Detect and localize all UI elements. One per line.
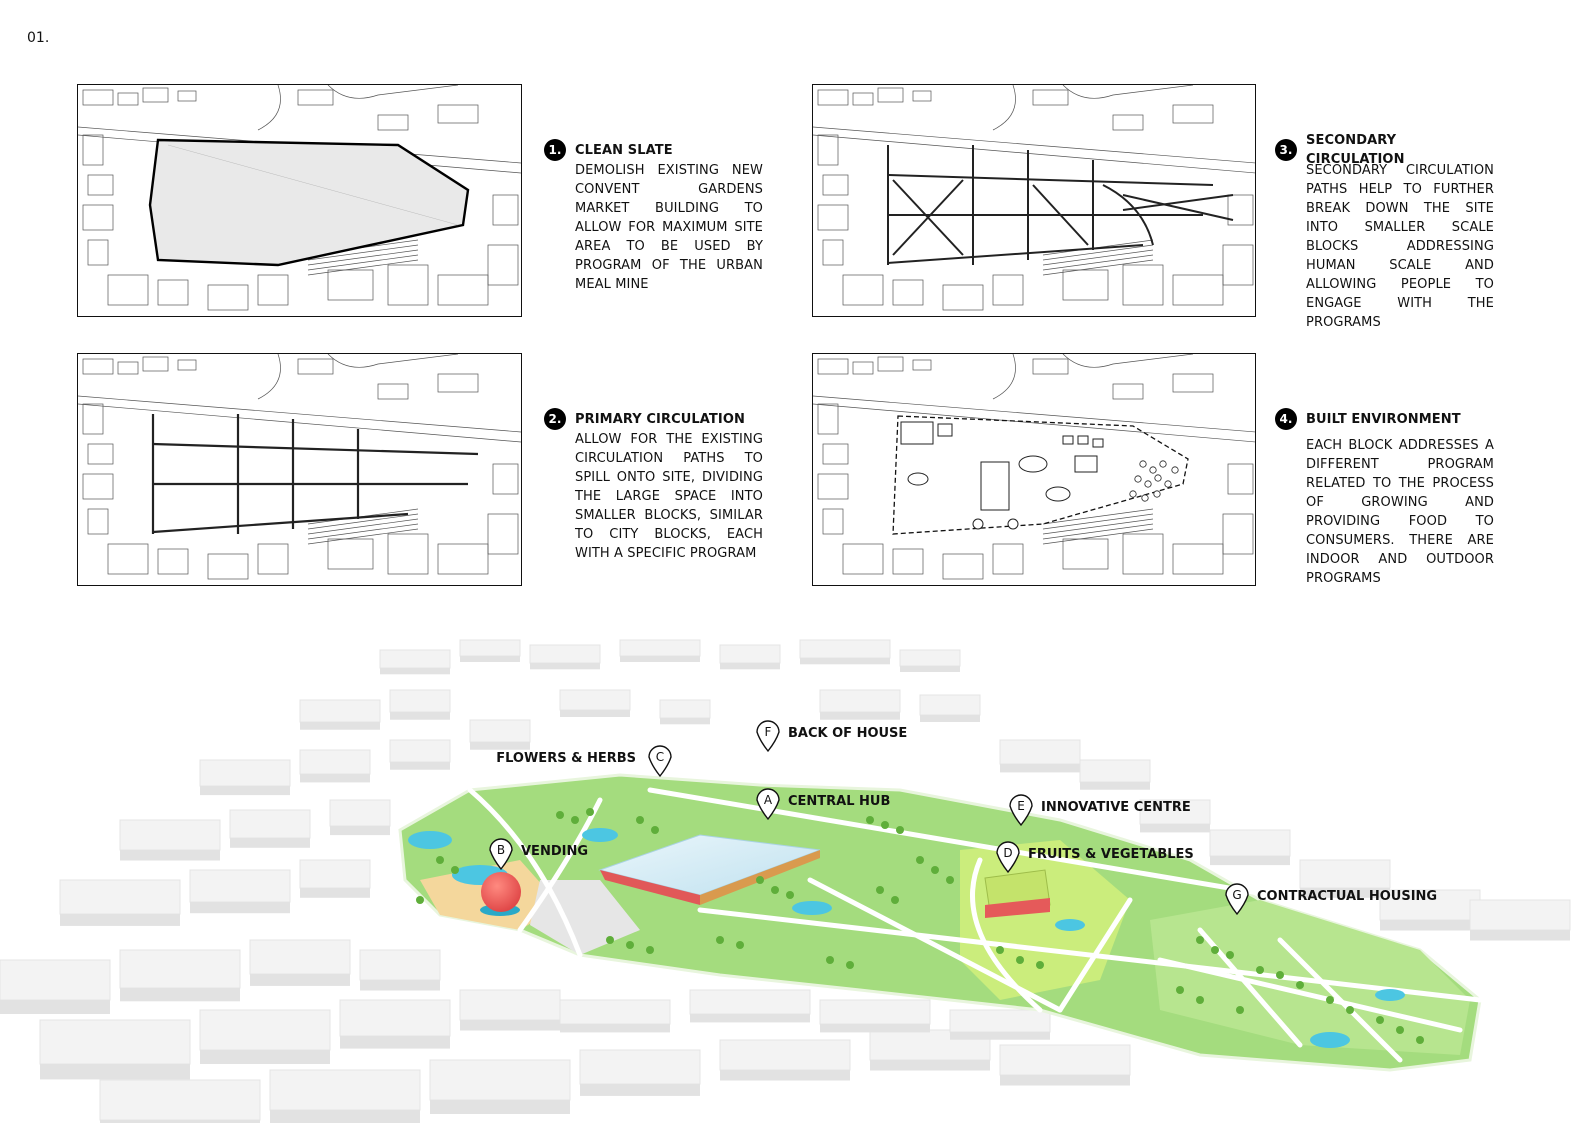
vending-sphere	[481, 872, 521, 912]
marker-pin	[648, 745, 672, 778]
program-markers: A CENTRAL HUB B VENDING C FLOWERS & HERBS D FRU…	[489, 720, 1437, 916]
context-buildings	[0, 639, 1571, 1123]
step-title: CLEAN SLATE	[575, 142, 673, 158]
marker-f: F BACK OF HOUSE	[756, 720, 907, 753]
step-number-badge: 2.	[544, 408, 566, 430]
marker-label: CENTRAL HUB	[788, 794, 890, 809]
map-primary-circulation	[78, 354, 521, 580]
site-paths	[467, 787, 1483, 1063]
marker-letter: E	[1017, 799, 1025, 813]
map-built-environment	[813, 354, 1255, 580]
step-number-badge: 1.	[544, 139, 566, 161]
site-boundary	[148, 138, 470, 267]
step-primary-circulation: 2. PRIMARY CIRCULATION ALLOW FOR THE EXI…	[544, 408, 763, 563]
marker-pin	[1225, 883, 1249, 916]
proposed-buildings	[900, 421, 1104, 530]
marker-pin	[756, 720, 780, 753]
trees	[416, 808, 1424, 1044]
marker-pin	[1009, 794, 1033, 827]
marker-label: CONTRACTUAL HOUSING	[1257, 889, 1437, 904]
central-hub-facade	[600, 870, 700, 905]
marker-label: VENDING	[521, 844, 588, 859]
marker-label: INNOVATIVE CENTRE	[1041, 800, 1191, 815]
step-clean-slate: 1. CLEAN SLATE DEMOLISH EXISTING NEW CON…	[544, 139, 763, 294]
primary-paths	[151, 414, 479, 534]
step-title: BUILT ENVIRONMENT	[1306, 411, 1461, 427]
marker-letter: G	[1232, 888, 1241, 902]
step-description: EACH BLOCK ADDRESSES A DIFFERENT PROGRAM…	[1306, 438, 1494, 586]
map-clean-slate	[78, 85, 521, 311]
step-description: DEMOLISH EXISTING NEW CONVENT GARDENS MA…	[575, 163, 763, 292]
step-description: ALLOW FOR THE EXISTING CIRCULATION PATHS…	[575, 432, 763, 561]
marker-letter: B	[497, 843, 505, 857]
marker-b: B VENDING	[489, 838, 588, 871]
housing-circles	[1129, 460, 1179, 502]
step-title: PRIMARY CIRCULATION	[575, 411, 745, 427]
step-built-environment: 4. BUILT ENVIRONMENT EACH BLOCK ADDRESSE…	[1275, 408, 1494, 588]
diagram-built-environment	[812, 353, 1256, 586]
diagram-clean-slate	[77, 84, 522, 317]
marker-letter: C	[656, 750, 664, 764]
diagram-secondary-circulation	[812, 84, 1256, 317]
marker-label: FLOWERS & HERBS	[496, 751, 636, 766]
step-secondary-circulation: 3. SECONDARY CIRCULATION SECONDARY CIRCU…	[1275, 133, 1494, 332]
secondary-paths	[887, 145, 1234, 265]
marker-e: E INNOVATIVE CENTRE	[1009, 794, 1191, 827]
marker-d: D FRUITS & VEGETABLES	[996, 841, 1194, 874]
greenhouse-facade	[985, 898, 1050, 918]
step-number-badge: 4.	[1275, 408, 1297, 430]
step-title: SECONDARY CIRCULATION	[1306, 133, 1405, 167]
marker-letter: D	[1003, 846, 1012, 860]
marker-pin	[756, 788, 780, 821]
marker-label: BACK OF HOUSE	[788, 726, 907, 741]
map-secondary-circulation	[813, 85, 1255, 311]
marker-pin	[996, 841, 1020, 874]
step-description: SECONDARY CIRCULATION PATHS HELP TO FURT…	[1306, 163, 1494, 330]
site-dashed-boundary	[892, 415, 1189, 535]
housing-block	[1150, 900, 1470, 1055]
marker-g: G CONTRACTUAL HOUSING	[1225, 883, 1437, 916]
marker-a: A CENTRAL HUB	[756, 788, 890, 821]
marker-letter: A	[764, 793, 773, 807]
aerial-masterplan: A CENTRAL HUB B VENDING C FLOWERS & HERBS D FRU…	[0, 639, 1571, 1123]
step-number-badge: 3.	[1275, 139, 1297, 161]
page-number: 01.	[27, 30, 50, 46]
marker-letter: F	[765, 725, 772, 739]
marker-label: FRUITS & VEGETABLES	[1028, 847, 1194, 862]
marker-c: C FLOWERS & HERBS	[496, 745, 672, 778]
diagram-primary-circulation	[77, 353, 522, 586]
marker-pin	[489, 838, 513, 871]
